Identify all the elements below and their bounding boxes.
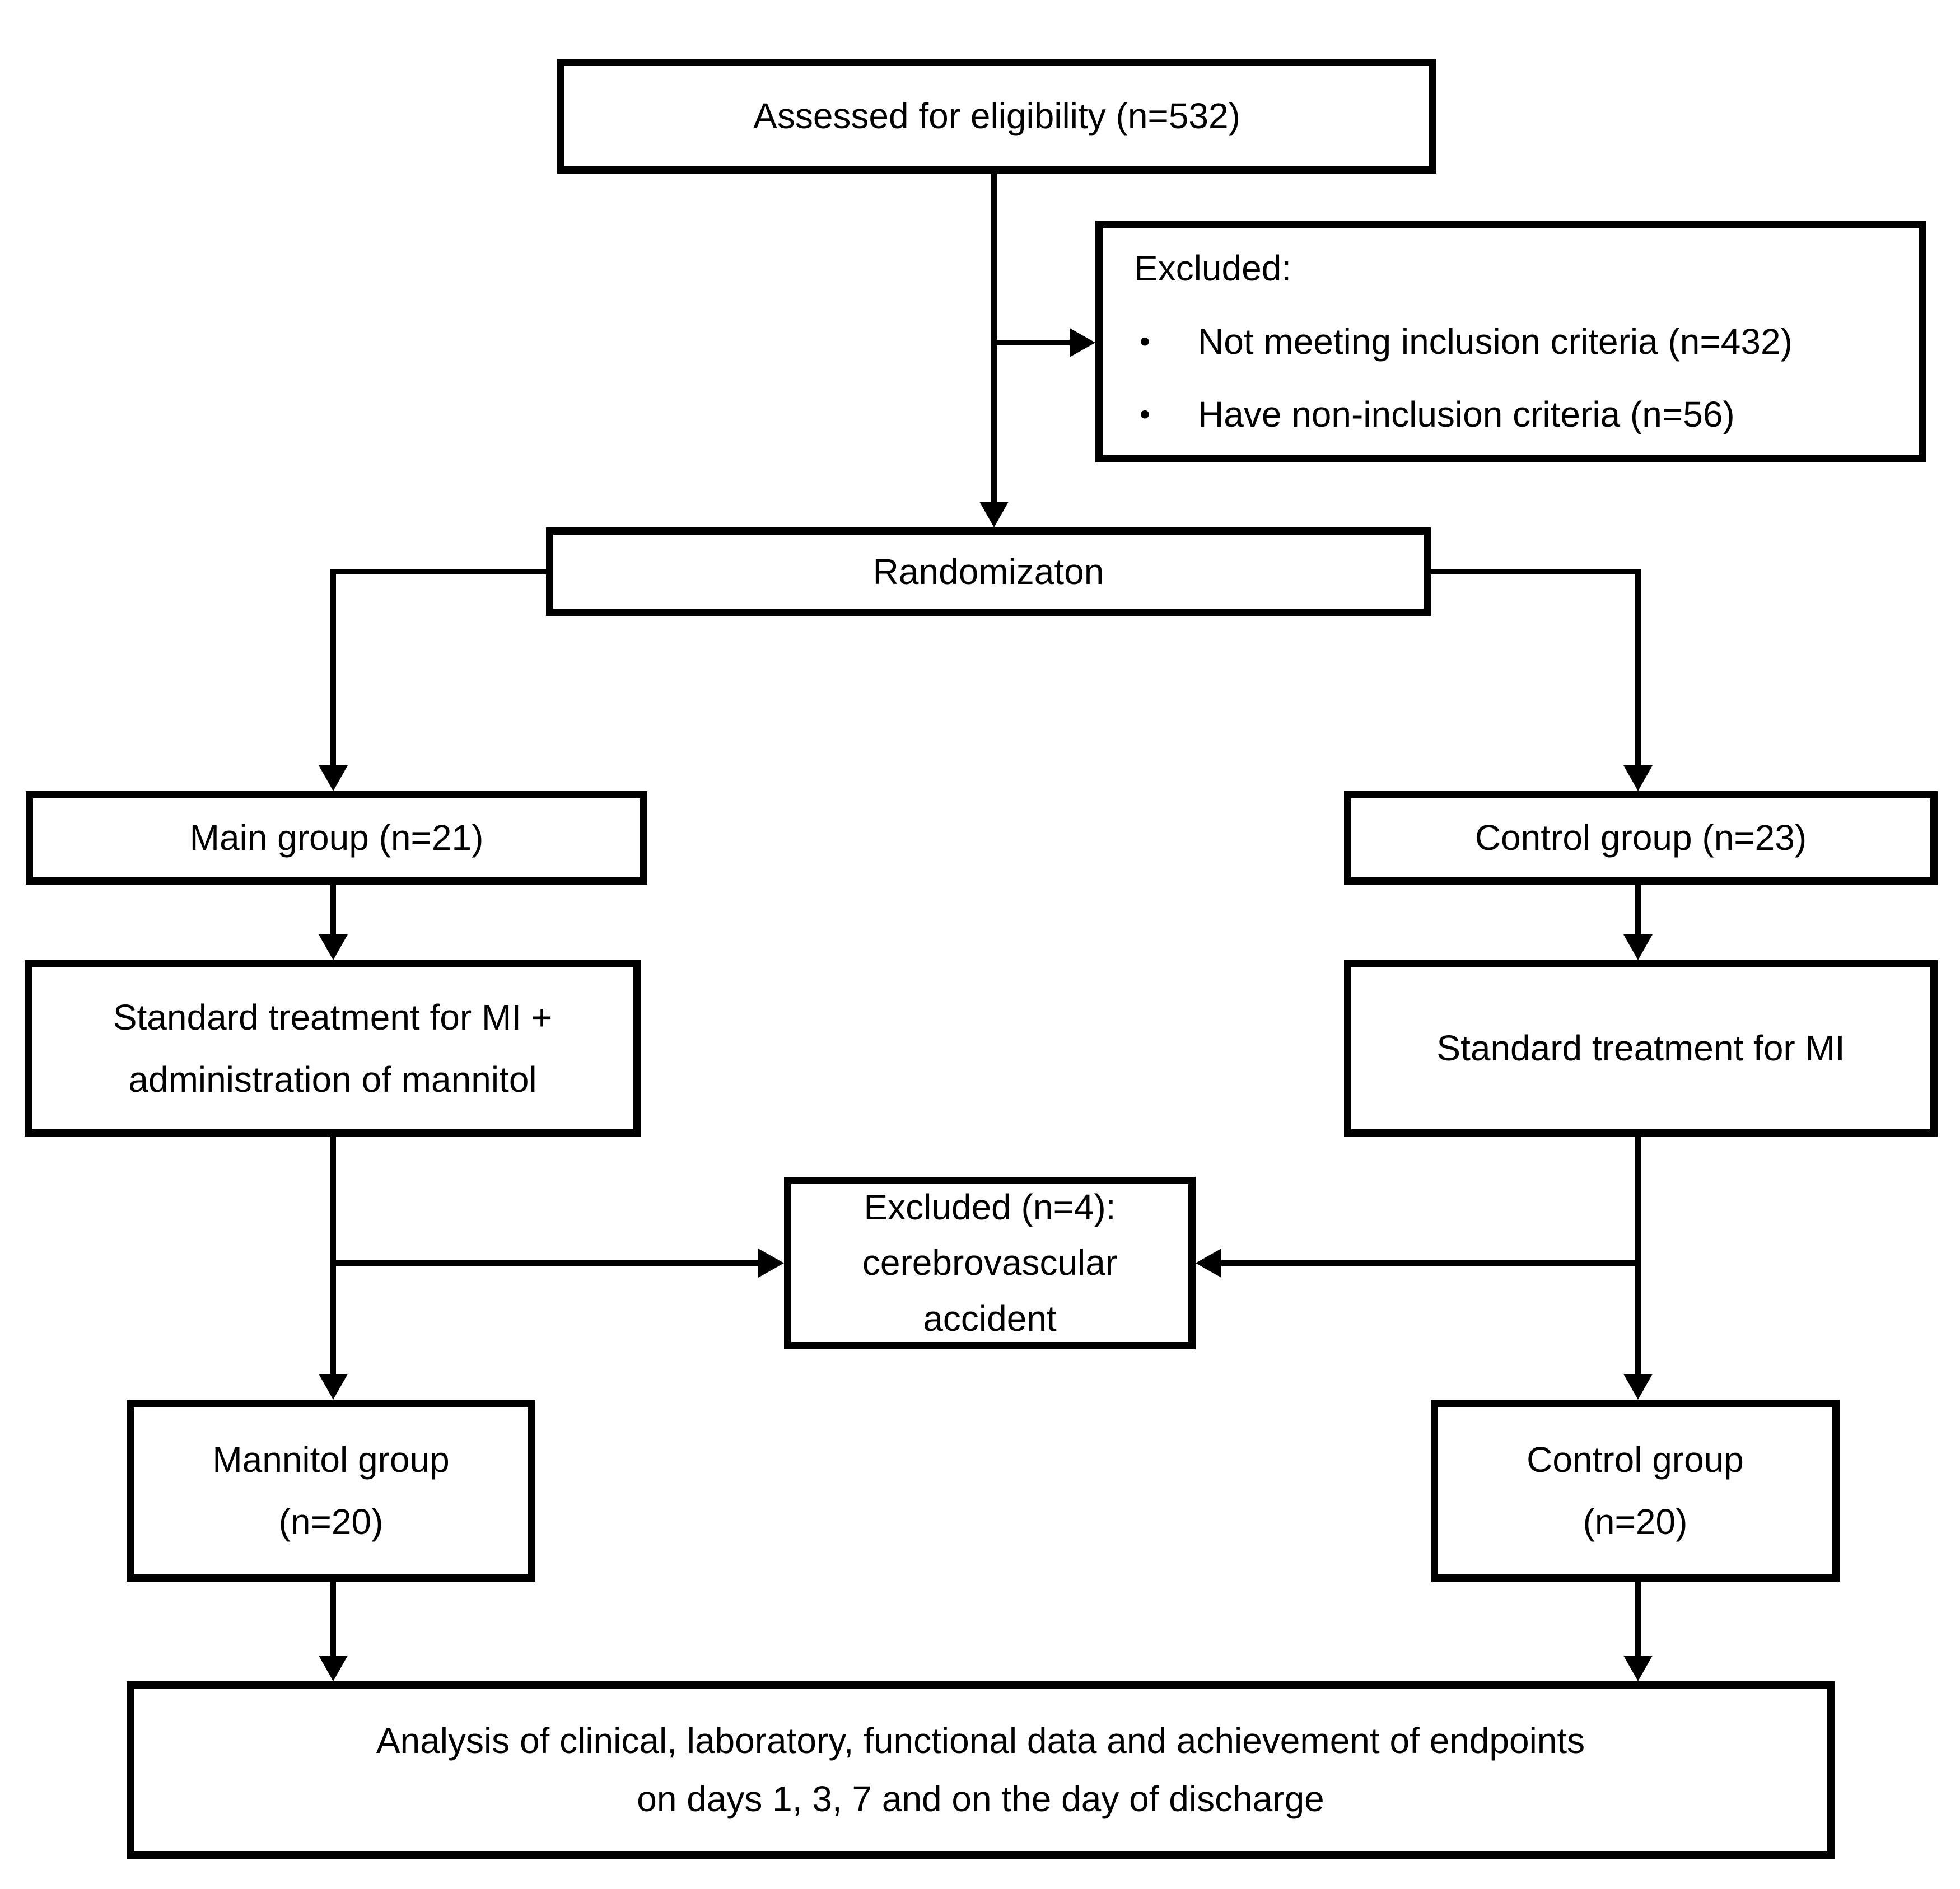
arrowhead-into-std-mannitol xyxy=(319,934,348,960)
randomization-label: Randomizaton xyxy=(872,551,1104,592)
arrowhead-into-control-final xyxy=(1623,1374,1653,1400)
connector-to-excluded-initial xyxy=(991,340,1070,345)
connector-down-main-group xyxy=(330,569,336,765)
std-treatment-mannitol-line2: administration of mannitol xyxy=(128,1059,537,1100)
arrowhead-into-analysis-left xyxy=(319,1656,348,1681)
excluded-cva-line2: cerebrovascular xyxy=(862,1242,1118,1283)
arrowhead-into-randomization xyxy=(979,502,1009,527)
connector-control-final-to-analysis xyxy=(1635,1582,1641,1656)
main-group-label: Main group (n=21) xyxy=(189,817,484,858)
connector-assessed-randomization xyxy=(991,174,997,504)
box-control-group-final: Control group (n=20) xyxy=(1431,1400,1840,1582)
box-control-group: Control group (n=23) xyxy=(1344,791,1938,885)
connector-main-to-std-mannitol xyxy=(330,885,336,934)
connector-std-mannitol-to-mannitol-group xyxy=(330,1137,336,1374)
connector-mannitol-to-analysis xyxy=(330,1582,336,1656)
std-treatment-mannitol-line1: Standard treatment for MI + xyxy=(113,997,553,1038)
arrowhead-into-mannitol-group xyxy=(319,1374,348,1400)
analysis-line2: on days 1, 3, 7 and on the day of discha… xyxy=(637,1778,1324,1819)
box-excluded-initial: Excluded: • Not meeting inclusion criter… xyxy=(1095,221,1926,462)
excluded-bullet-item: • Have non-inclusion criteria (n=56) xyxy=(1134,390,1735,438)
box-main-group: Main group (n=21) xyxy=(26,791,647,885)
analysis-line1: Analysis of clinical, laboratory, functi… xyxy=(376,1720,1585,1761)
excluded-initial-title: Excluded: xyxy=(1134,248,1292,289)
connector-down-control-group xyxy=(1635,569,1641,765)
excluded-cva-line1: Excluded (n=4): xyxy=(864,1187,1116,1228)
connector-control-to-std-mi xyxy=(1635,885,1641,934)
mannitol-group-line1: Mannitol group xyxy=(212,1439,450,1480)
box-mannitol-group: Mannitol group (n=20) xyxy=(127,1400,535,1582)
box-standard-treatment-mannitol: Standard treatment for MI + administrati… xyxy=(25,960,641,1137)
std-treatment-mi-label: Standard treatment for MI xyxy=(1436,1028,1845,1069)
bullet-icon: • xyxy=(1140,324,1150,358)
box-standard-treatment-mi: Standard treatment for MI xyxy=(1344,960,1938,1137)
connector-randomization-left xyxy=(330,569,546,574)
connector-right-to-excluded-cva xyxy=(1221,1260,1641,1266)
connector-randomization-right xyxy=(1431,569,1641,574)
arrowhead-into-main-group xyxy=(319,765,348,791)
mannitol-group-line2: (n=20) xyxy=(278,1501,384,1542)
control-group-label: Control group (n=23) xyxy=(1474,817,1807,858)
arrowhead-into-analysis-right xyxy=(1623,1656,1653,1681)
arrowhead-into-control-group xyxy=(1623,765,1653,791)
connector-left-to-excluded-cva xyxy=(330,1260,758,1266)
arrowhead-into-excluded-initial xyxy=(1070,328,1095,357)
excluded-bullet-item: • Not meeting inclusion criteria (n=432) xyxy=(1134,317,1793,366)
control-group-final-line1: Control group xyxy=(1527,1439,1744,1480)
box-excluded-cerebrovascular: Excluded (n=4): cerebrovascular accident xyxy=(784,1177,1196,1349)
box-analysis: Analysis of clinical, laboratory, functi… xyxy=(127,1681,1835,1859)
bullet-icon: • xyxy=(1140,398,1150,432)
arrowhead-into-excluded-cva-left xyxy=(758,1249,784,1278)
assessed-eligibility-label: Assessed for eligibility (n=532) xyxy=(753,96,1240,137)
box-randomization: Randomizaton xyxy=(546,527,1431,616)
box-assessed-eligibility: Assessed for eligibility (n=532) xyxy=(557,59,1436,174)
arrowhead-into-excluded-cva-right xyxy=(1196,1249,1221,1278)
excluded-bullet-non-inclusion: Have non-inclusion criteria (n=56) xyxy=(1198,394,1735,435)
control-group-final-line2: (n=20) xyxy=(1583,1501,1688,1542)
connector-std-mi-to-control-final xyxy=(1635,1137,1641,1374)
arrowhead-into-std-mi xyxy=(1623,934,1653,960)
excluded-cva-line3: accident xyxy=(923,1298,1057,1339)
excluded-bullet-not-meeting: Not meeting inclusion criteria (n=432) xyxy=(1198,321,1793,362)
